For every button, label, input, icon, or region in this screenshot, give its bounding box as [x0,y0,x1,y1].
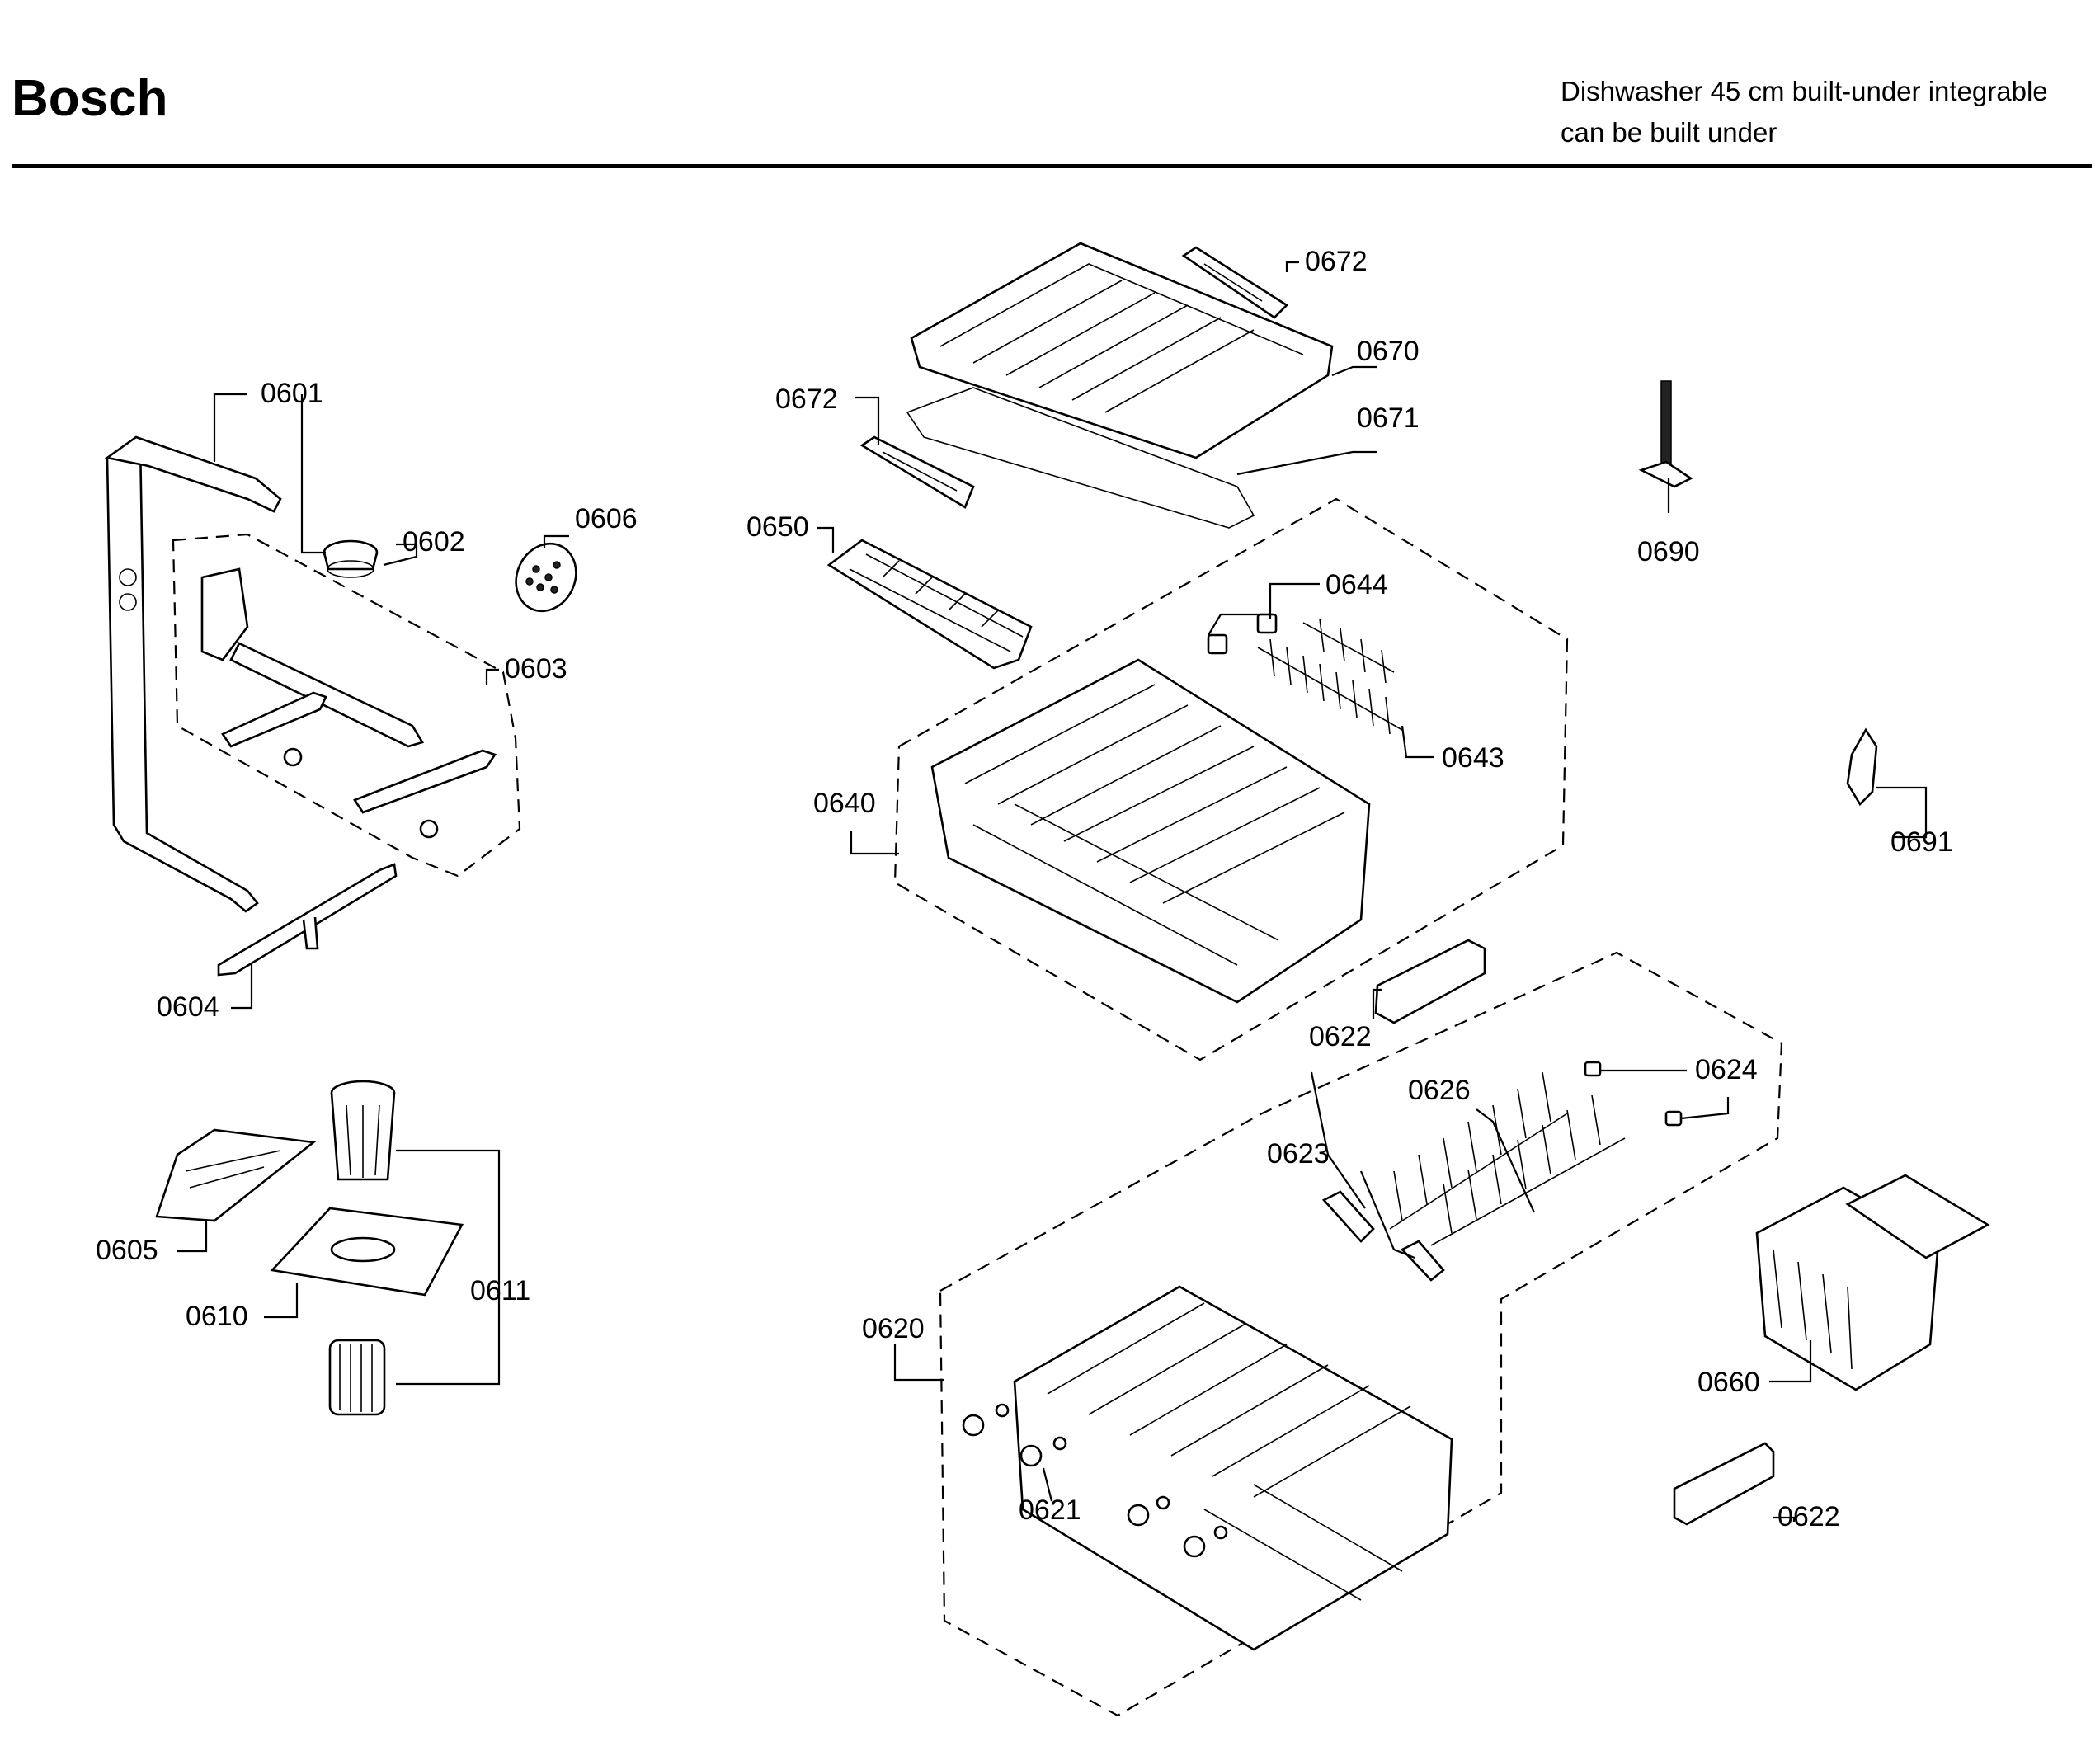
callout-0622-lower: 0622 [1777,1501,1840,1532]
callout-0624: 0624 [1695,1054,1758,1085]
fine-filter-0610 [270,1207,464,1297]
filter-set-0611 [328,1080,396,1416]
callout-0622-upper: 0622 [1309,1021,1372,1052]
holder-0624 [1584,1061,1683,1127]
callout-numbers: 0601 0602 0603 0604 0605 0606 0610 0611 … [96,246,1953,1532]
rail-stop-0690 [1638,380,1693,488]
callout-0626: 0626 [1408,1075,1471,1106]
appliance-subtitle: can be built under [1561,117,1777,148]
callout-0643: 0643 [1442,742,1504,774]
handle-0622-lower [1673,1442,1775,1526]
callout-0606: 0606 [575,503,638,534]
callout-0602: 0602 [403,526,465,558]
detergent-filter-0606 [515,542,577,613]
upper-spray-arm-0603 [200,567,497,839]
leader-lines [177,261,1928,1522]
folding-spikes-0643 [1257,618,1403,735]
callout-0660: 0660 [1697,1367,1760,1398]
spray-arm-group-outline [172,533,521,878]
callout-0672-top: 0672 [1305,246,1368,277]
callout-0640: 0640 [813,788,876,819]
callout-0601: 0601 [261,378,323,409]
drawer-rail-0671 [906,387,1255,529]
wheels-0621 [962,1403,1228,1558]
holder-0644 [1207,613,1278,655]
lower-basket-0620 [1013,1285,1453,1651]
callout-0603: 0603 [505,653,567,685]
lower-basket-group-outline [939,951,1783,1717]
cutlery-drawer-0670 [910,242,1334,459]
upper-basket-0640 [930,658,1371,1004]
cover-0605 [155,1128,317,1222]
callout-0644: 0644 [1325,569,1388,600]
clip-0691 [1846,727,1878,807]
brand-name: Bosch [12,70,168,127]
upper-basket-group-outline [893,497,1569,1061]
callout-0690: 0690 [1637,536,1700,567]
supply-pipe-0601 [104,435,282,913]
lower-spray-arm-0604 [217,863,398,977]
callout-0670: 0670 [1357,336,1420,367]
callout-0611: 0611 [470,1275,530,1306]
holder-0623 [1321,1190,1445,1282]
drawer-clip-0672-left [859,435,975,509]
callout-0623: 0623 [1267,1138,1330,1170]
callout-0605: 0605 [96,1235,158,1266]
callout-0620: 0620 [862,1313,925,1344]
callout-0621: 0621 [1019,1494,1081,1526]
callout-0650: 0650 [746,511,809,543]
callout-0671: 0671 [1357,402,1420,434]
appliance-title: Dishwasher 45 cm built-under integrable [1561,76,2048,106]
callout-0604: 0604 [157,991,219,1023]
spike-row-0626 [1389,1071,1626,1246]
callout-0610: 0610 [186,1301,248,1332]
handle-0622-upper [1374,939,1486,1024]
callout-0691: 0691 [1890,826,1953,858]
drawer-clip-0672-top [1181,246,1289,319]
header-divider [12,164,2092,168]
cup-shelf-0650 [826,539,1033,670]
callout-0672-left: 0672 [775,384,838,415]
cutlery-basket-0660 [1755,1174,1990,1391]
spray-arm-hub-0602 [323,539,379,578]
